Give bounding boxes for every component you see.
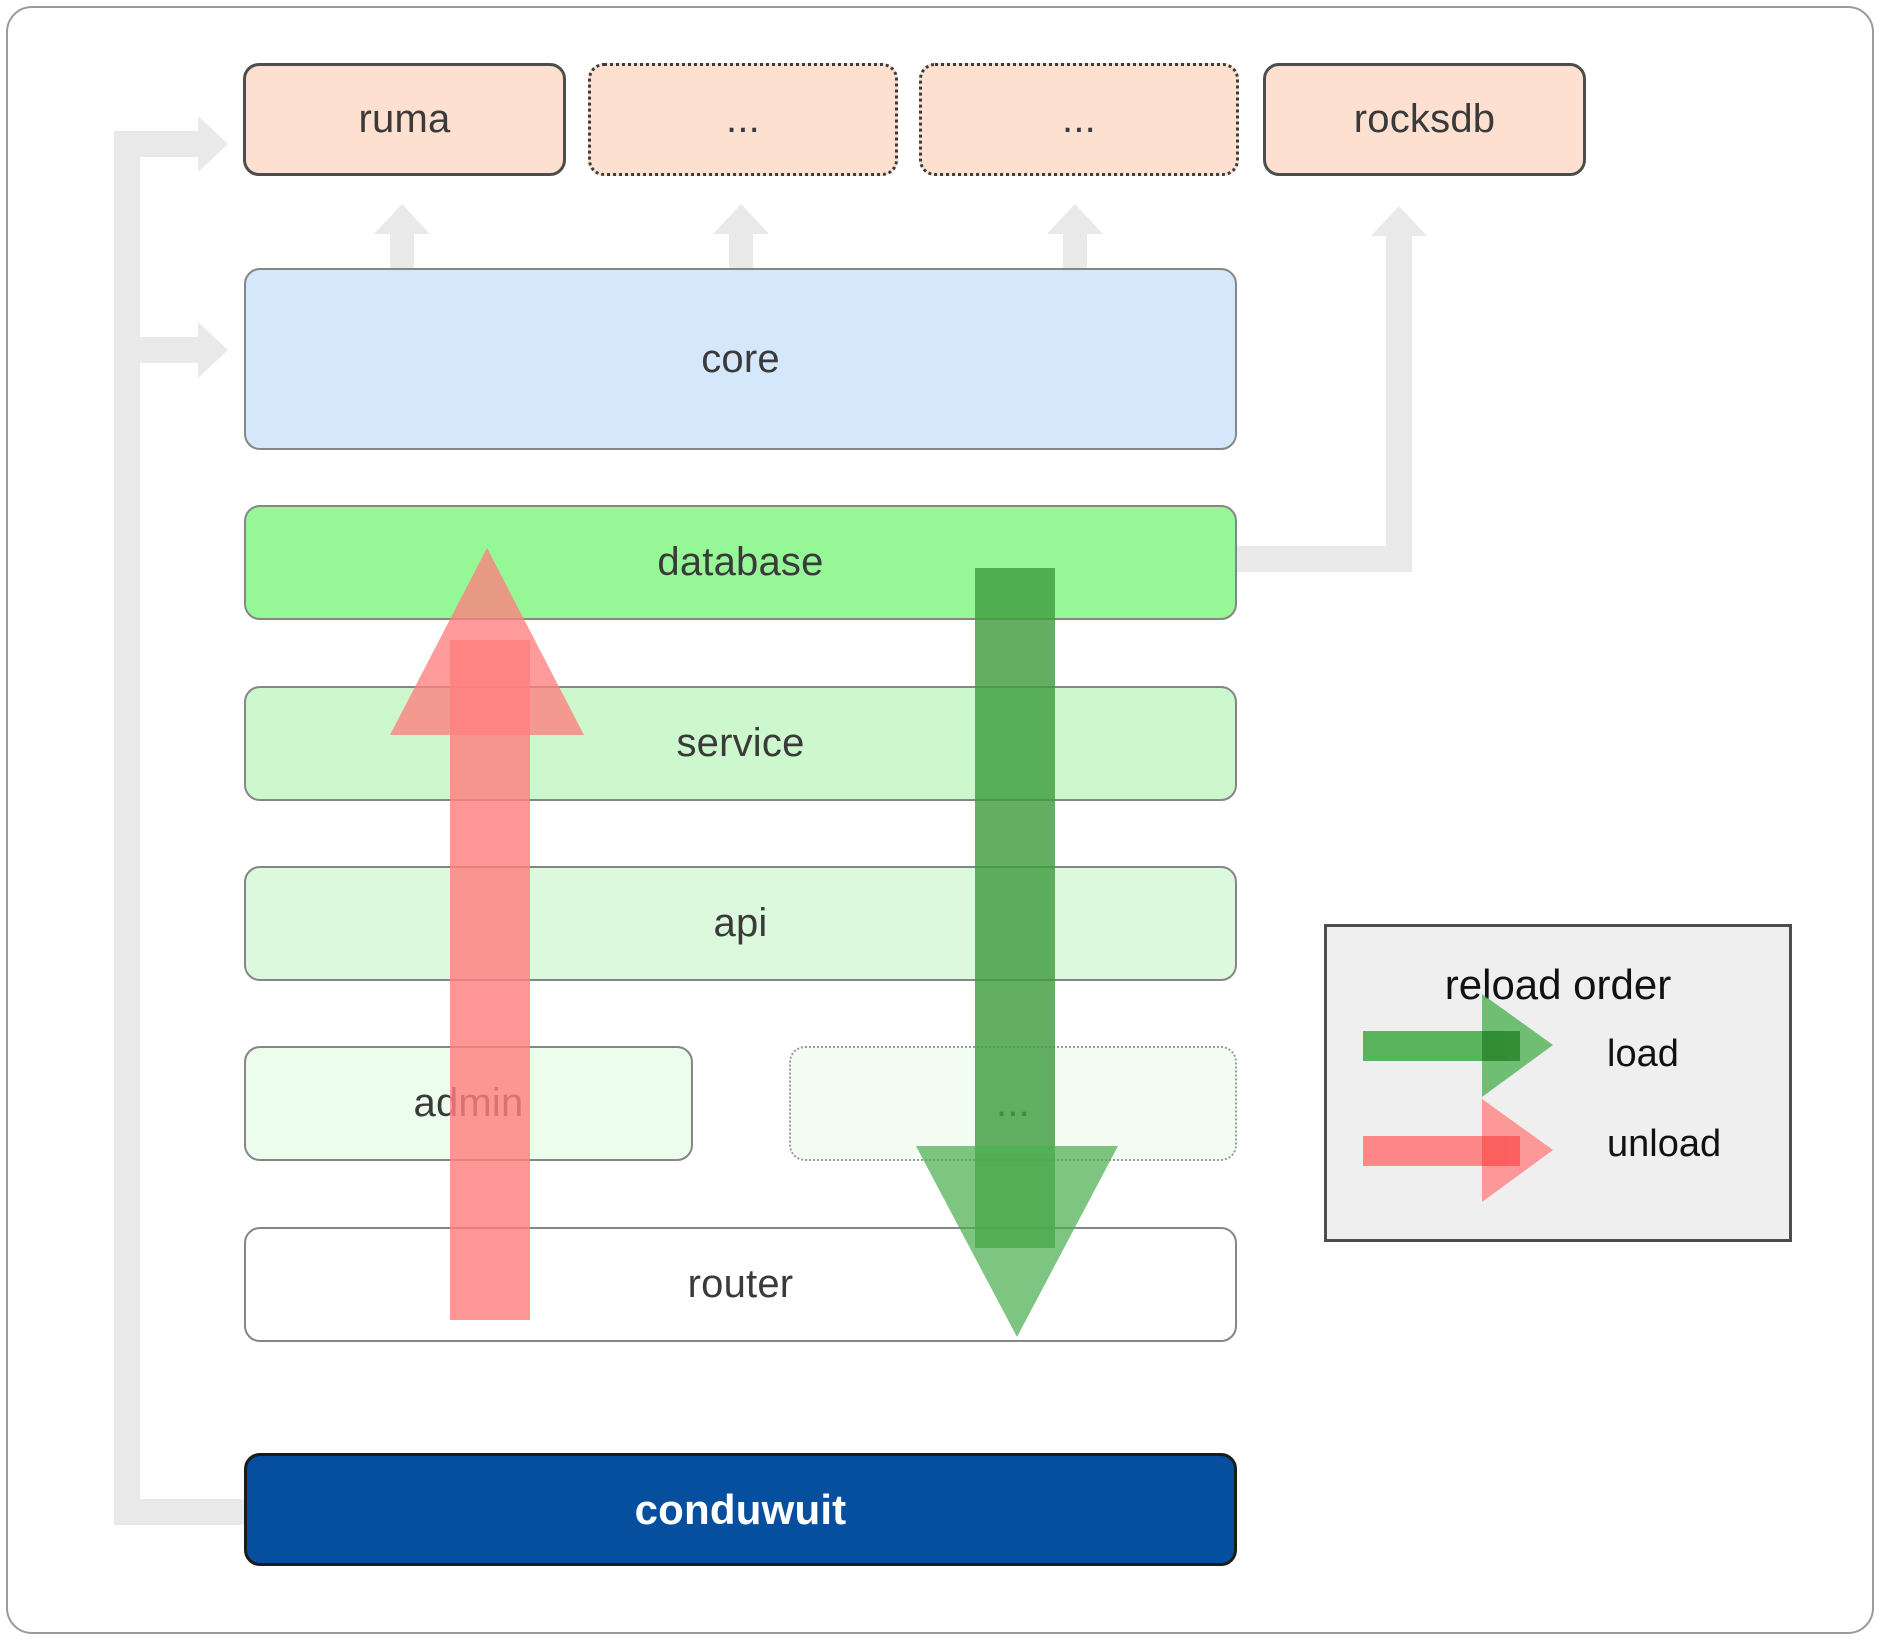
dependency-box-ruma[interactable]: ruma (243, 63, 566, 176)
legend-label-load: load (1607, 1033, 1679, 1075)
layer-box-service[interactable]: service (244, 686, 1237, 801)
connector-database-rocksdb-vertical (1386, 235, 1412, 572)
connector-core-dots2-stem (1063, 228, 1087, 273)
layer-label: ... (996, 1081, 1030, 1125)
layer-label: admin (413, 1081, 524, 1125)
core-box[interactable]: core (244, 268, 1237, 450)
dependency-label: ruma (358, 97, 451, 141)
legend-panel: reload order load unload (1324, 924, 1792, 1242)
dependency-label: rocksdb (1353, 97, 1496, 141)
connector-arrow-core-dots2 (1047, 204, 1103, 234)
dependency-box-dots-2[interactable]: ... (919, 63, 1239, 176)
connector-core-ruma-stem (390, 228, 414, 273)
layer-box-router[interactable]: router (244, 1227, 1237, 1342)
legend-load-arrow (1363, 994, 1553, 1097)
connector-branch-ruma (114, 131, 204, 157)
layer-label: router (687, 1262, 794, 1306)
layer-label: service (676, 721, 805, 765)
layer-box-admin-dots[interactable]: ... (789, 1046, 1237, 1161)
dependency-label: ... (1062, 97, 1096, 141)
connector-arrow-core-ruma (374, 204, 430, 234)
layer-label: database (657, 540, 824, 584)
layer-box-database[interactable]: database (244, 505, 1237, 620)
dependency-box-rocksdb[interactable]: rocksdb (1263, 63, 1586, 176)
conduwuit-box[interactable]: conduwuit (244, 1453, 1237, 1566)
diagram-frame (6, 6, 1874, 1634)
connector-arrow-rocksdb (1371, 206, 1427, 236)
legend-unload-arrow (1363, 1099, 1553, 1202)
dependency-label: ... (726, 97, 760, 141)
connector-database-rocksdb-horizontal (1232, 546, 1412, 572)
connector-to-conduwuit (114, 1499, 244, 1525)
connector-arrow-core (198, 322, 228, 378)
connector-branch-core (114, 337, 204, 363)
layer-box-admin[interactable]: admin (244, 1046, 693, 1161)
layer-box-api[interactable]: api (244, 866, 1237, 981)
connector-arrow-core-dots1 (713, 204, 769, 234)
connector-core-dots1-stem (729, 228, 753, 273)
layer-label: api (713, 901, 768, 945)
dependency-box-dots-1[interactable]: ... (588, 63, 898, 176)
conduwuit-label: conduwuit (634, 1485, 847, 1533)
core-label: core (701, 336, 780, 381)
legend-arrows (1363, 994, 1553, 1202)
connector-arrow-ruma (198, 116, 228, 172)
connector-spine-vertical (114, 131, 140, 1525)
legend-label-unload: unload (1607, 1123, 1722, 1165)
